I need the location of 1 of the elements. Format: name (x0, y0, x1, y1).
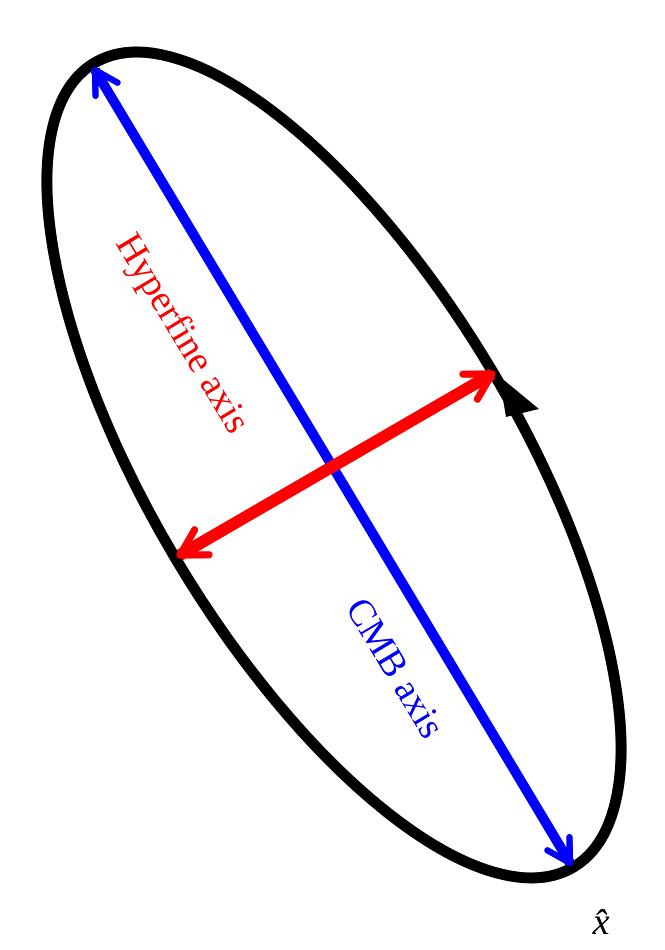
unit-vector-label: x̂ (592, 903, 610, 941)
